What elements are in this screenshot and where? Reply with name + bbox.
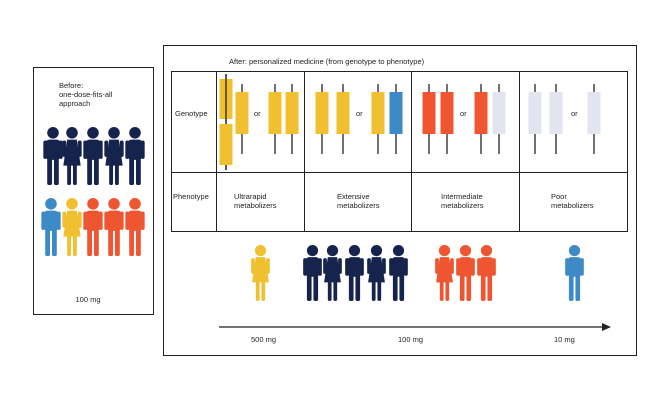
person-icon-extensive-3 (345, 245, 364, 301)
person-icon-before-navy-1 (43, 127, 63, 185)
after-title: After: personalized medicine (from genot… (229, 57, 425, 66)
allele-intermediate-3 (474, 84, 488, 154)
person-icon-extensive-2 (323, 245, 342, 301)
phenotype-ultrarapid-line-1: Ultrarapid (234, 192, 267, 201)
person-icon-extensive-1 (303, 245, 322, 301)
person-icon-before-navy-2 (62, 127, 82, 185)
allele-poor-2 (549, 84, 563, 154)
allele-intermediate-1 (422, 84, 436, 154)
person-icon-extensive-4 (367, 245, 386, 301)
phenotype-extensive-line-2: metabolizers (337, 201, 380, 210)
allele-ultrarapid-3 (268, 84, 282, 154)
before-panel (33, 67, 154, 315)
allele-extensive-2 (336, 84, 350, 154)
genotype-row-label: Genotype (175, 109, 208, 118)
or-label-3: or (460, 109, 467, 118)
phenotype-intermediate-line-1: Intermediate (441, 192, 483, 201)
person-icon-intermediate-2 (456, 245, 475, 301)
or-label-2: or (356, 109, 363, 118)
person-icon-before-mixed-1 (41, 198, 61, 256)
phenotype-poor-line-2: metabolizers (551, 201, 594, 210)
before-title-line-1: Before: (59, 81, 84, 90)
or-label-4: or (571, 109, 578, 118)
allele-ultrarapid-2 (235, 84, 249, 154)
allele-intermediate-4 (492, 84, 506, 154)
allele-ultrarapid-1b (219, 74, 233, 170)
phenotype-extensive-line-1: Extensive (337, 192, 370, 201)
dose-10: 10 mg (554, 335, 575, 344)
before-title-line-2: one-dose-fits-all (59, 90, 113, 99)
phenotype-row-label: Phenotype (173, 192, 209, 201)
or-label-1: or (254, 109, 261, 118)
table-grid (171, 71, 628, 232)
person-icon-before-mixed-2 (62, 198, 82, 256)
dose-100: 100 mg (398, 335, 424, 344)
person-icon-intermediate-1 (435, 245, 454, 301)
allele-poor-3 (587, 84, 601, 154)
person-icon-extensive-5 (389, 245, 408, 301)
dose-500: 500 mg (251, 335, 277, 344)
allele-extensive-4 (389, 84, 403, 154)
person-icon-poor (565, 245, 584, 301)
allele-ultrarapid-4 (285, 84, 299, 154)
dose-arrow (219, 323, 611, 331)
person-icon-ultrarapid (251, 245, 270, 301)
person-icon-before-navy-4 (104, 127, 124, 185)
person-icon-before-navy-3 (83, 127, 103, 185)
phenotype-poor-line-1: Poor (551, 192, 567, 201)
person-icon-before-mixed-4 (104, 198, 124, 256)
phenotype-ultrarapid-line-2: metabolizers (234, 201, 277, 210)
before-dose: 100 mg (75, 295, 101, 304)
allele-extensive-3 (371, 84, 385, 154)
allele-intermediate-2 (440, 84, 454, 154)
person-icon-before-mixed-5 (125, 198, 145, 256)
allele-poor-1 (528, 84, 542, 154)
person-icon-before-navy-5 (125, 127, 145, 185)
person-icon-intermediate-3 (477, 245, 496, 301)
before-title-line-3: approach (59, 99, 91, 108)
allele-extensive-1 (315, 84, 329, 154)
person-icon-before-mixed-3 (83, 198, 103, 256)
phenotype-intermediate-line-2: metabolizers (441, 201, 484, 210)
